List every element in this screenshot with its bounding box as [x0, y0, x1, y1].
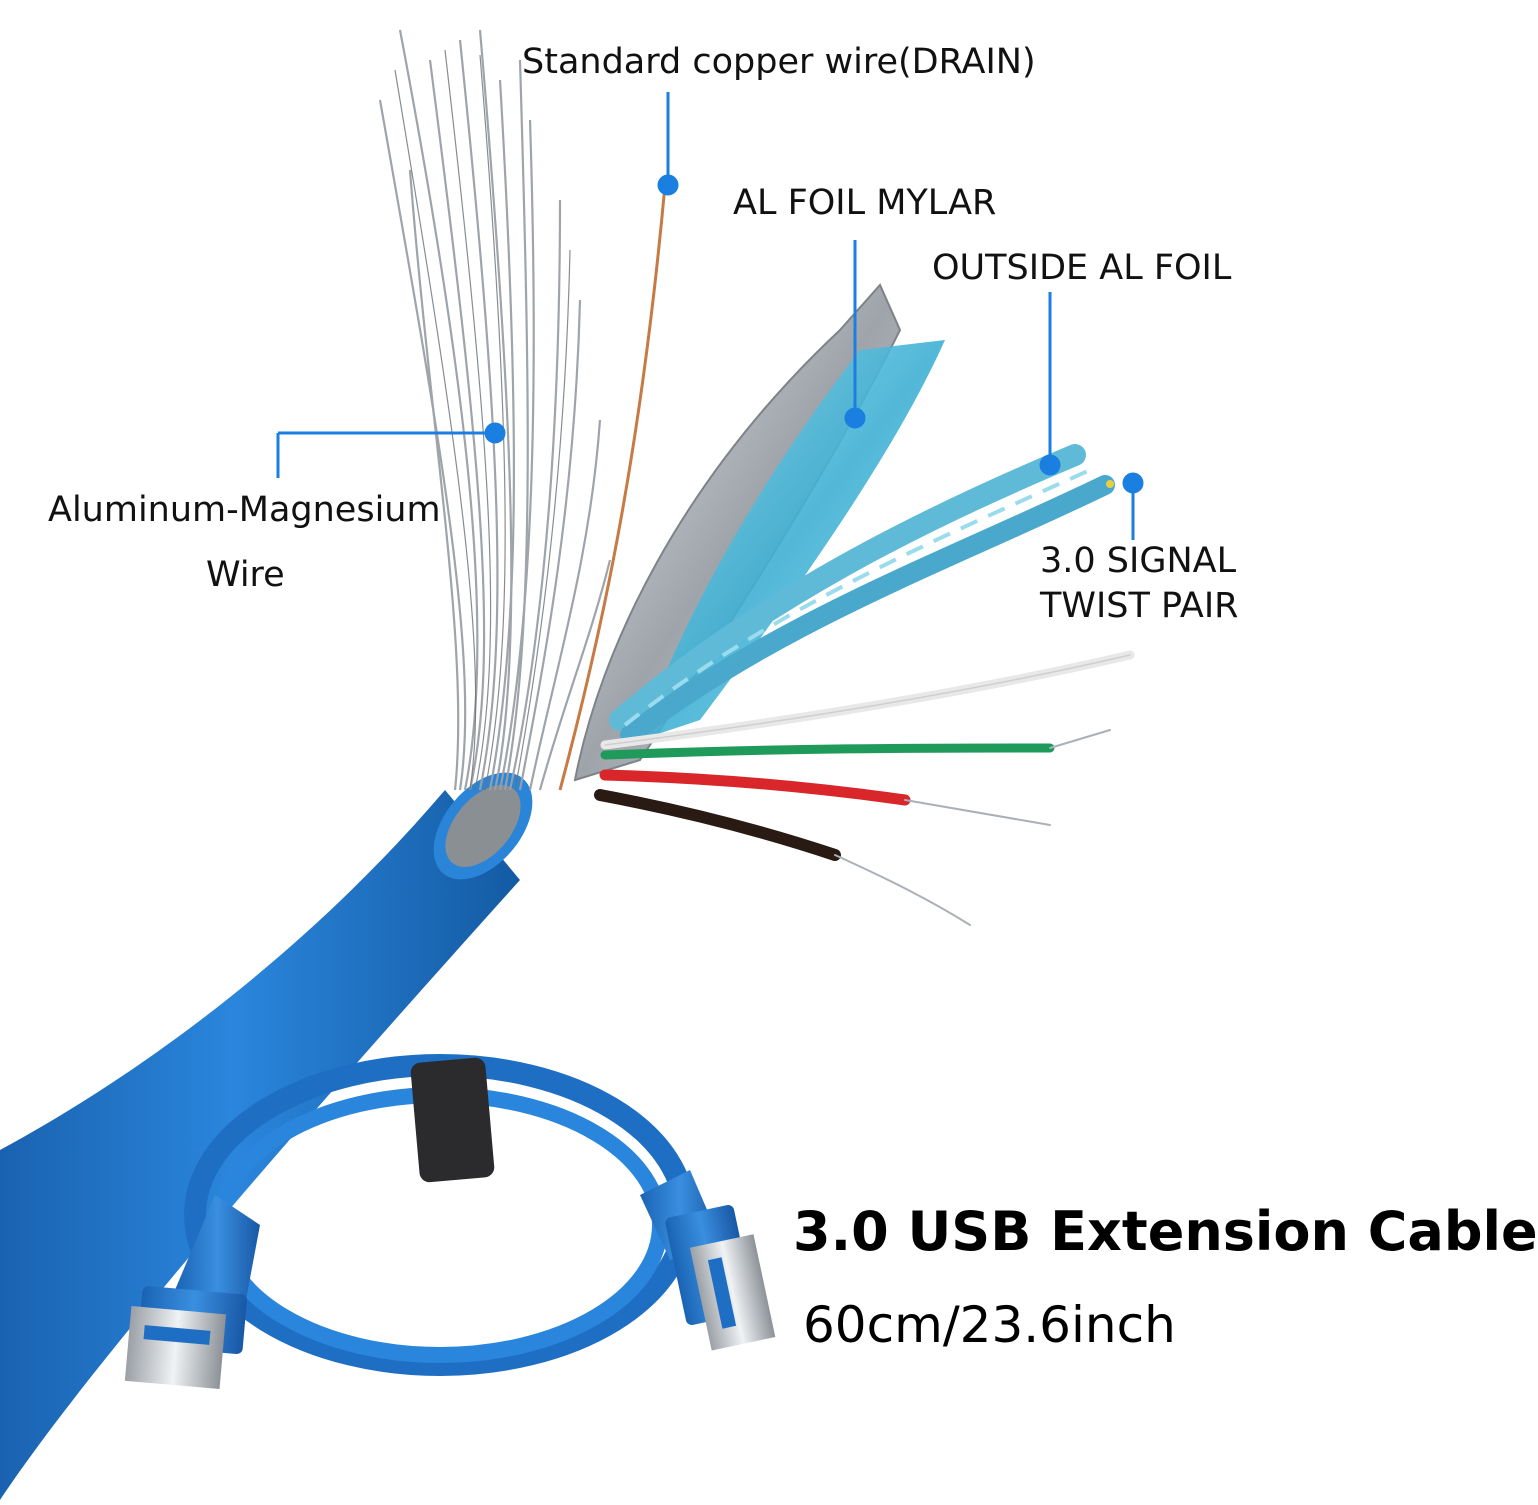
aluminum-magnesium-braid [378, 29, 612, 791]
label-drain-wire: Standard copper wire(DRAIN) [522, 42, 1036, 82]
label-al-mg-wire-line2: Wire [206, 555, 285, 595]
product-length: 60cm/23.6inch [803, 1296, 1176, 1354]
callout-dot-drain [657, 174, 679, 196]
label-signal-pair-line2: TWIST PAIR [1040, 586, 1239, 626]
label-al-foil-mylar: AL FOIL MYLAR [733, 183, 997, 223]
callout-dot-al-mg [484, 422, 506, 444]
callout-dot-mylar [844, 407, 866, 429]
label-al-mg-wire-line1: Aluminum-Magnesium [48, 490, 441, 530]
cable-illustration [0, 29, 1144, 1500]
label-outside-al-foil: OUTSIDE AL FOIL [932, 248, 1232, 288]
callout-dot-outside-foil [1039, 454, 1061, 476]
product-title: 3.0 USB Extension Cable [793, 1200, 1538, 1263]
inner-colored-wires [594, 650, 1135, 926]
label-signal-pair-line1: 3.0 SIGNAL [1040, 541, 1237, 581]
usb-cable-coil [184, 1054, 696, 1376]
usb-plug-right [640, 1170, 776, 1351]
copper-drain-wire [558, 184, 667, 791]
usb-plug-left [124, 1195, 260, 1390]
callouts [276, 92, 1144, 540]
signal-twist-pairs [609, 444, 1115, 745]
callout-dot-signal [1122, 472, 1144, 494]
cable-diagram: Standard copper wire(DRAIN) AL FOIL MYLA… [0, 29, 1538, 1500]
velcro-strap [410, 1057, 495, 1183]
